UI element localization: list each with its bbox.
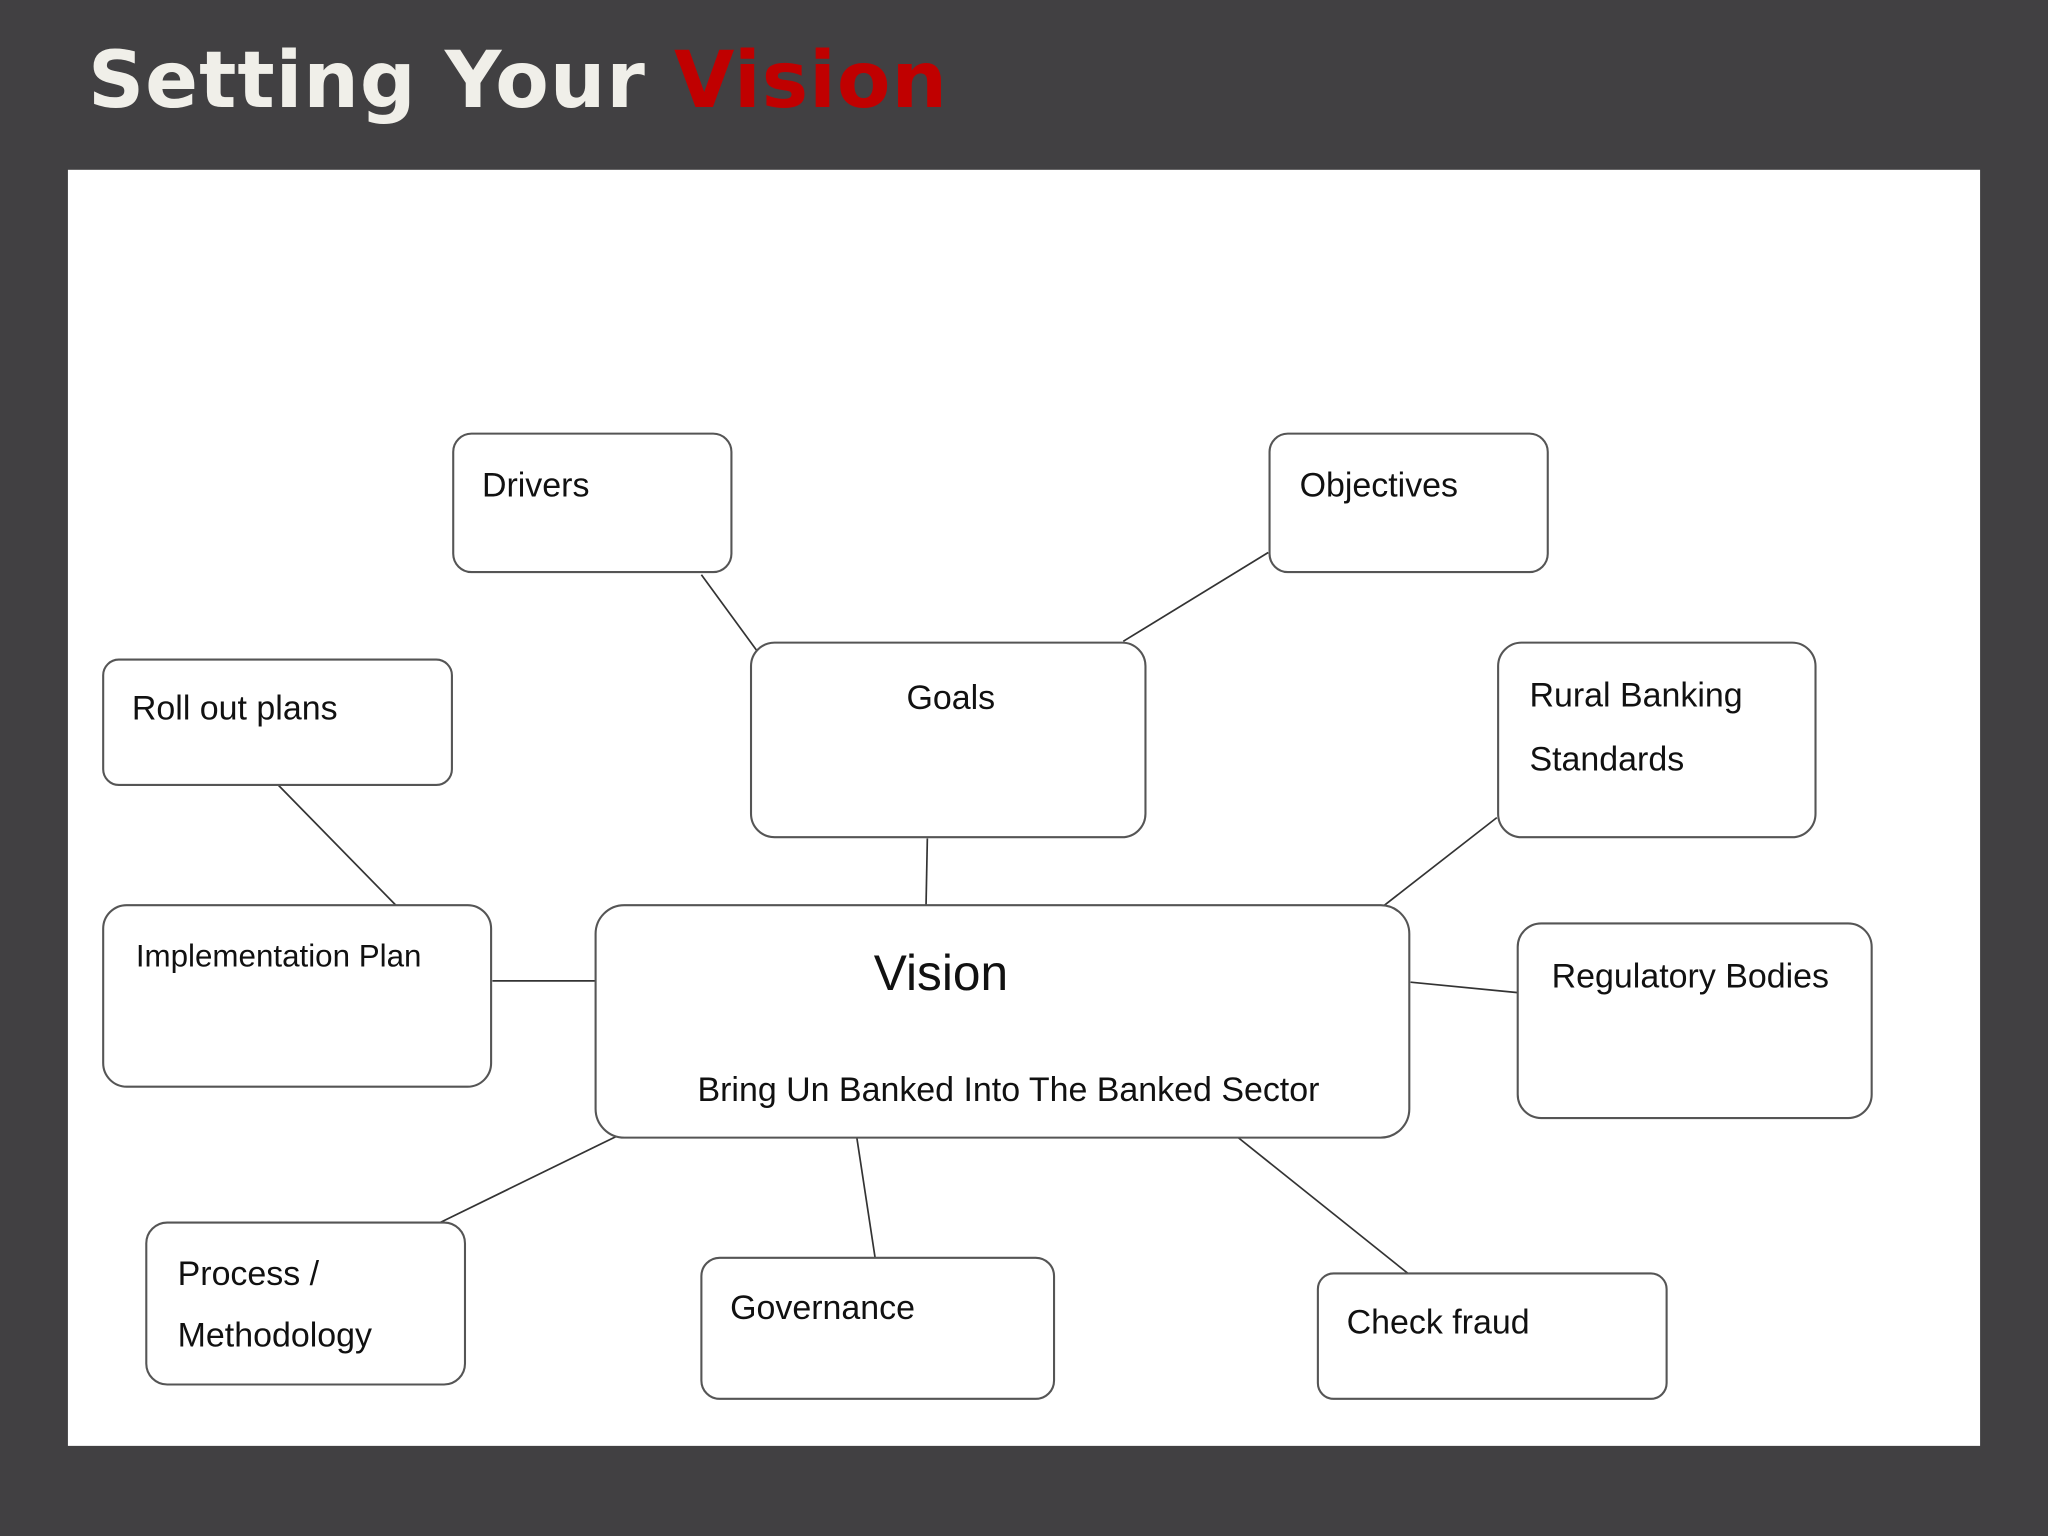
svg-text:Implementation Plan: Implementation Plan — [136, 939, 422, 974]
svg-text:Governance: Governance — [730, 1289, 915, 1327]
node-rural-banking-standards: Rural Banking Standards — [1497, 641, 1817, 839]
svg-text:Process /: Process / — [178, 1255, 320, 1293]
node-objectives: Objectives — [1268, 432, 1549, 574]
title-accent: Vision — [673, 36, 948, 126]
node-vision: Vision Bring Un Banked Into The Banked S… — [594, 904, 1411, 1139]
node-implementation-plan: Implementation Plan — [102, 904, 493, 1088]
node-goals: Goals — [749, 641, 1147, 839]
connector-regulatory-vision — [1410, 981, 1518, 994]
svg-text:Standards: Standards — [1529, 741, 1684, 779]
node-drivers: Drivers — [452, 432, 733, 574]
connector-governance-vision — [855, 1137, 876, 1258]
connector-rollout-implementation — [277, 784, 397, 906]
svg-text:Drivers: Drivers — [482, 466, 589, 504]
slide-title: Setting Your Vision — [88, 36, 948, 126]
connector-process-vision — [439, 1135, 617, 1224]
svg-text:Roll out plans: Roll out plans — [132, 690, 338, 728]
svg-text:Vision: Vision — [874, 945, 1008, 1001]
node-check-fraud: Check fraud — [1316, 1272, 1668, 1400]
node-rollout-plans: Roll out plans — [102, 658, 453, 787]
svg-text:Regulatory Bodies: Regulatory Bodies — [1552, 957, 1829, 995]
svg-text:Rural Banking: Rural Banking — [1529, 677, 1742, 715]
svg-text:Objectives: Objectives — [1300, 466, 1458, 504]
connector-goals-vision — [925, 838, 929, 906]
connector-fraud-vision — [1237, 1136, 1409, 1275]
svg-text:Bring Un Banked Into The Banke: Bring Un Banked Into The Banked Sector — [697, 1071, 1319, 1109]
node-governance: Governance — [700, 1256, 1056, 1400]
connectors — [277, 551, 1518, 1275]
svg-text:Check fraud: Check fraud — [1347, 1304, 1530, 1342]
node-process-methodology: Process / Methodology — [145, 1221, 467, 1386]
svg-text:Methodology: Methodology — [178, 1317, 372, 1355]
connector-drivers-goals — [700, 574, 763, 658]
connector-rural-vision — [1383, 816, 1498, 906]
svg-text:Goals: Goals — [906, 679, 995, 717]
node-regulatory-bodies: Regulatory Bodies — [1516, 922, 1873, 1120]
connector-objectives-goals — [1122, 551, 1269, 643]
